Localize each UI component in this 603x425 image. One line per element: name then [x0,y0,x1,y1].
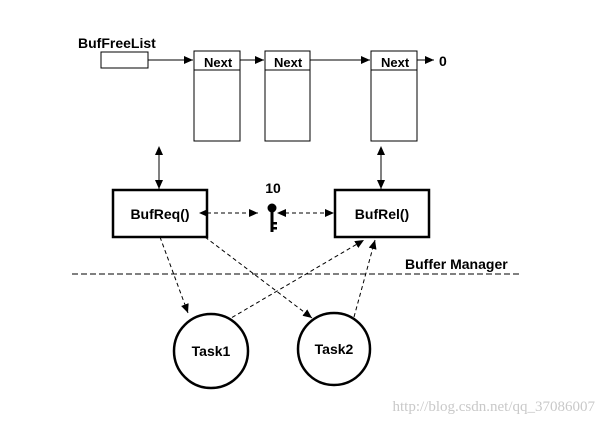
node-next-label: Next [204,55,233,70]
task2-circle [296,311,372,387]
task2-label: Task2 [315,341,354,357]
task1-label: Task1 [192,343,231,359]
bufrel-label: BufRel() [355,206,409,222]
buffer-node [370,50,418,142]
key-icon [267,203,277,232]
semaphore-count: 10 [265,180,281,196]
task1-circle [172,312,250,390]
watermark: http://blog.csdn.net/qq_37086007 [393,399,596,415]
node-next-label: Next [381,55,410,70]
task2-bufrel-arrow [353,239,377,318]
buffer-node [193,50,241,142]
bufrel-box [333,188,431,239]
free-list-pointer [100,51,149,69]
node-next-label: Next [274,55,303,70]
buffer-node [264,50,311,142]
bufreq-task1-arrow [159,236,189,314]
bufreq-label: BufReq() [130,206,189,222]
bufreq-task2-arrow [204,236,313,319]
terminator-label: 0 [439,53,447,69]
task1-bufrel-arrow [225,239,365,322]
free-list-label: BufFreeList [78,35,156,51]
boundary-label: Buffer Manager [405,256,508,272]
